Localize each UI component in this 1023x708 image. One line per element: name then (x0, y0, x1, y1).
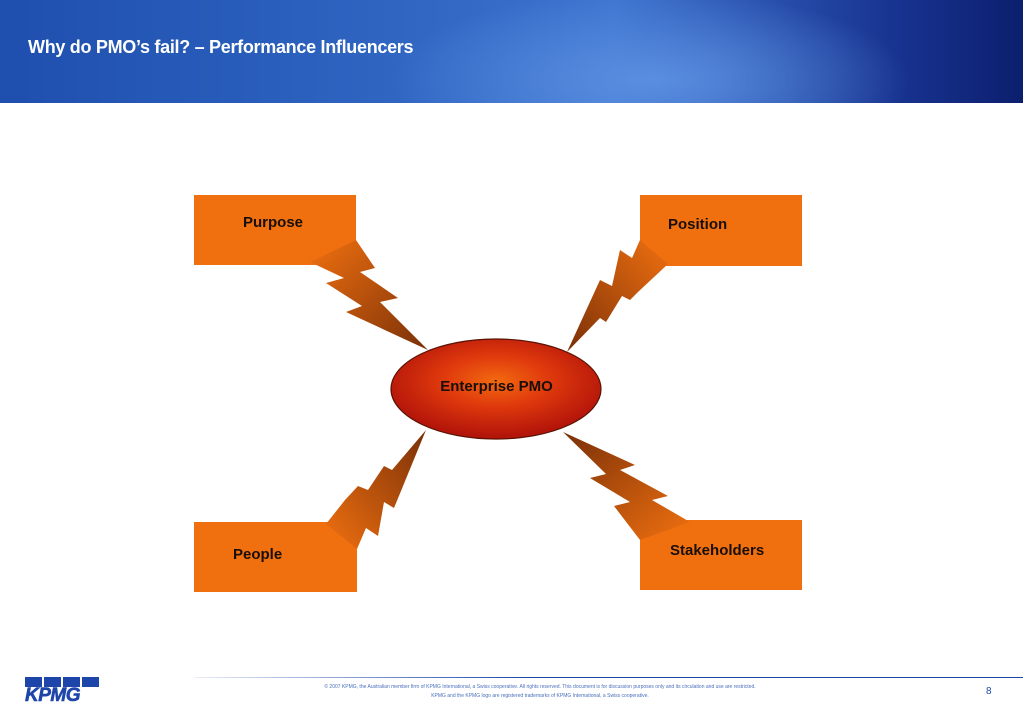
stakeholders-label: Stakeholders (670, 542, 765, 559)
stakeholders-box (563, 432, 802, 590)
kpmg-logo: KPMG (25, 677, 99, 706)
purpose-label: Purpose (243, 214, 304, 231)
center-label: Enterprise PMO (440, 378, 553, 395)
position-label: Position (668, 216, 728, 233)
slide-title: Why do PMO’s fail? – Performance Influen… (28, 37, 414, 57)
people-box (194, 430, 426, 592)
kpmg-wordmark: KPMG (25, 685, 81, 707)
position-bolt (567, 240, 668, 352)
copyright-line-1: © 2007 KPMG, the Australian member firm … (324, 684, 756, 690)
copyright-line-2: KPMG and the KPMG logo are registered tr… (431, 693, 649, 699)
footer-divider (195, 677, 1023, 678)
purpose-bolt (310, 240, 428, 350)
position-box (567, 195, 802, 352)
header-banner: Why do PMO’s fail? – Performance Influen… (0, 0, 1023, 103)
purpose-box (194, 195, 428, 350)
enterprise-pmo-ellipse (390, 338, 602, 440)
page-number: 8 (986, 686, 992, 697)
people-bolt (326, 430, 426, 549)
footer-copyright: © 2007 KPMG, the Australian member firm … (250, 683, 830, 701)
people-label: People (233, 546, 283, 563)
stakeholders-bolt (563, 432, 690, 540)
